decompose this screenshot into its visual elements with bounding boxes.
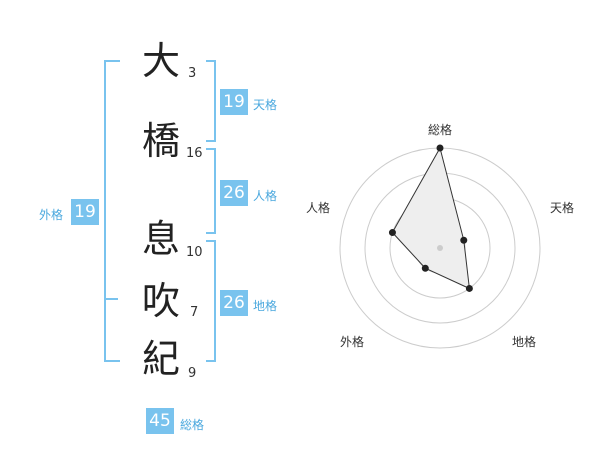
radar-polygon <box>391 146 470 290</box>
given-char-3: 紀 <box>142 337 181 381</box>
jinkaku-value: 26 <box>220 180 248 206</box>
radar-point <box>388 229 396 237</box>
given-strokes-1: 10 <box>186 245 203 260</box>
radar-point <box>465 284 473 292</box>
radar-label-tenkaku: 天格 <box>550 200 574 215</box>
gaikaku-value: 19 <box>71 199 99 225</box>
chikaku-value: 26 <box>220 290 248 316</box>
given-strokes-2: 7 <box>190 305 199 320</box>
soukaku-label: 総格 <box>180 418 205 432</box>
gaikaku-bracket <box>104 60 120 362</box>
chikaku-label: 地格 <box>253 299 278 313</box>
surname-char-2: 橋 <box>142 119 181 163</box>
jinkaku-bracket <box>206 148 216 234</box>
radar-point <box>460 236 468 244</box>
tenkaku-label: 天格 <box>253 98 278 112</box>
chikaku-bracket <box>206 240 216 362</box>
gaikaku-label: 外格 <box>39 208 64 222</box>
soukaku-value: 45 <box>146 408 174 434</box>
radar-label-soukaku: 総格 <box>428 122 452 137</box>
jinkaku-label: 人格 <box>253 189 278 203</box>
given-char-2: 吹 <box>142 279 181 323</box>
radar-point <box>436 144 444 152</box>
gaikaku-bracket-divider <box>104 298 118 300</box>
radar-center-dot <box>437 245 443 251</box>
radar-label-chikaku: 地格 <box>512 334 536 349</box>
radar-label-gaikaku: 外格 <box>340 334 364 349</box>
radar-label-jinkaku: 人格 <box>306 200 330 215</box>
given-strokes-3: 9 <box>188 366 197 381</box>
tenkaku-bracket <box>206 60 216 142</box>
radar-point <box>421 264 429 272</box>
surname-strokes-1: 3 <box>188 66 197 81</box>
given-char-1: 息 <box>142 217 181 261</box>
surname-char-1: 大 <box>142 39 181 83</box>
surname-strokes-2: 16 <box>186 146 203 161</box>
tenkaku-value: 19 <box>220 89 248 115</box>
